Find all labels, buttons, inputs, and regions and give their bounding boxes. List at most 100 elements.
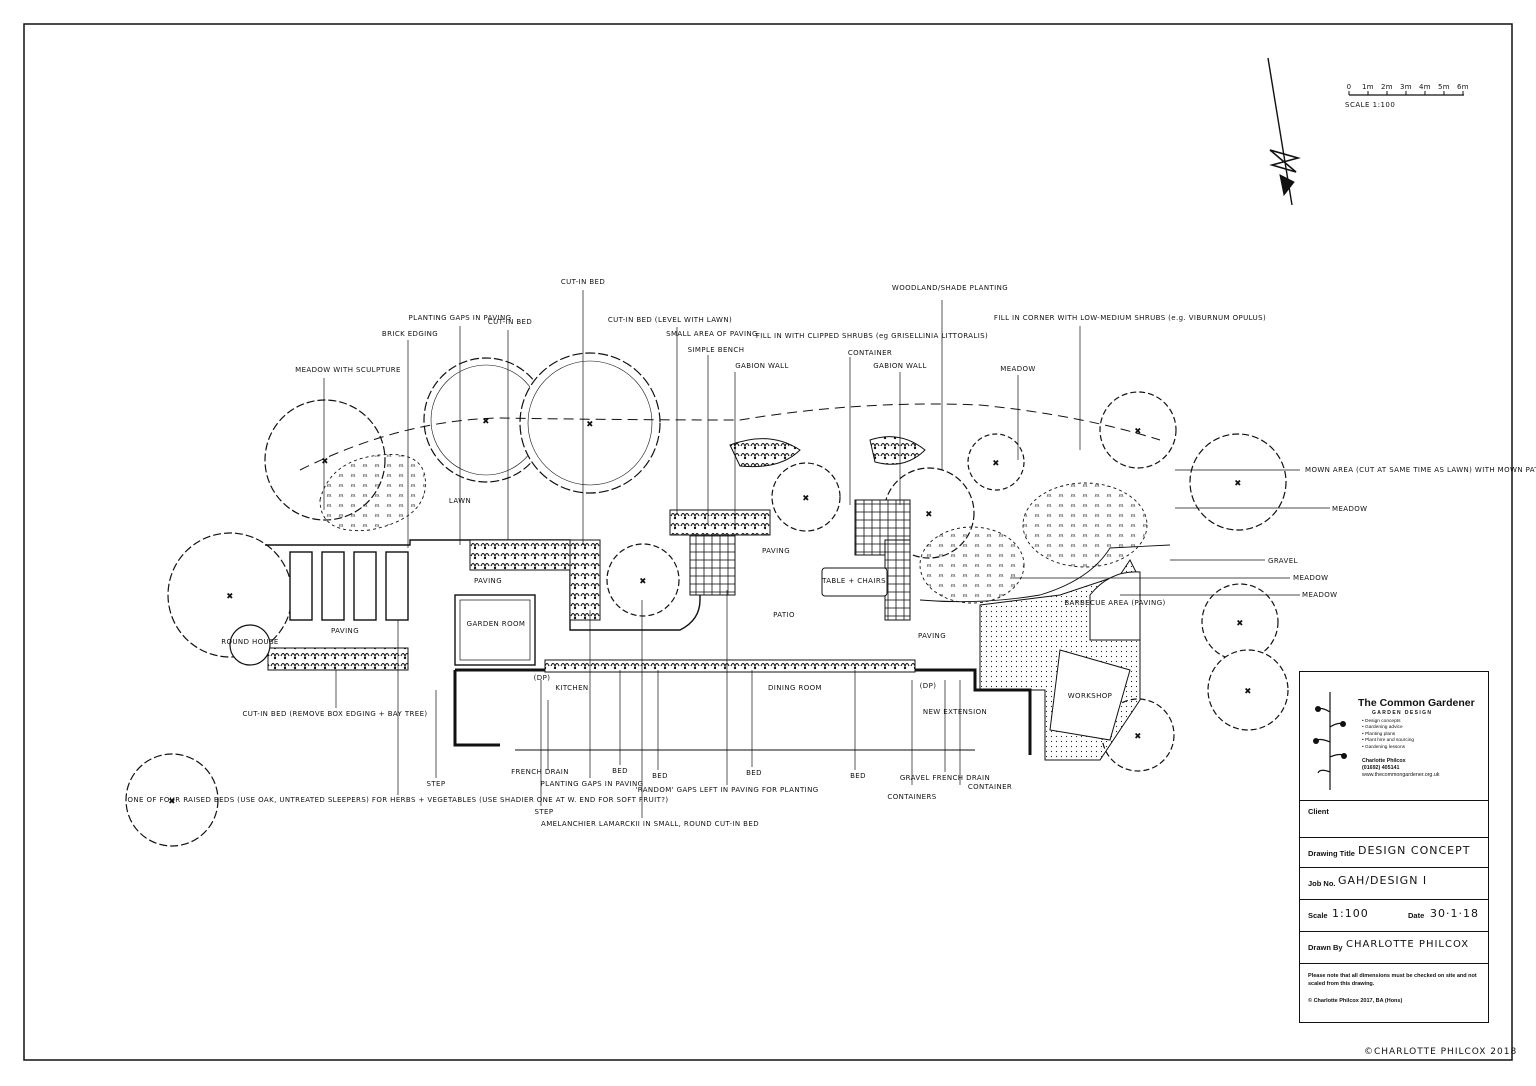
label-step-2: STEP [535, 808, 554, 816]
label-containers: CONTAINERS [887, 793, 936, 801]
svg-text:×: × [1235, 479, 1241, 487]
raised-beds [289, 551, 409, 621]
label-round-house: ROUND HOUSE [221, 638, 279, 646]
label-meadow-r1: MEADOW [1332, 505, 1367, 513]
svg-text:×: × [926, 510, 932, 518]
svg-text:×: × [1237, 619, 1243, 627]
svg-text:×: × [169, 797, 175, 805]
title-block-header: The Common Gardener GARDEN DESIGN Design… [1300, 672, 1488, 801]
tree-canopy-2: × [519, 352, 661, 494]
client-row: Client [1300, 801, 1488, 838]
svg-text:6m: 6m [1457, 83, 1469, 91]
svg-text:×: × [993, 459, 999, 467]
scale-date-row: Scale 1:100 Date 30·1·18 [1300, 900, 1488, 932]
svg-text:×: × [1245, 687, 1251, 695]
svg-text:0: 0 [1347, 83, 1352, 91]
label-cut-in-bed-level: CUT-IN BED (LEVEL WITH LAWN) [608, 316, 732, 324]
scale-label: SCALE 1:100 [1345, 101, 1396, 109]
label-bed-2: BED [652, 772, 668, 780]
contact-name: Charlotte Philcox [1362, 758, 1406, 764]
label-meadow-r3: MEADOW [1302, 591, 1337, 599]
drawing-title-row: Drawing Title DESIGN CONCEPT [1300, 838, 1488, 868]
service-item: Plant hire and sourcing [1362, 738, 1414, 744]
scale-bar-ticks: 0 1m 2m 3m 4m 5m 6m [1347, 83, 1469, 91]
service-item: Design concepts [1362, 719, 1414, 725]
label-gabion-wall-2: GABION WALL [873, 362, 927, 370]
svg-text:1m: 1m [1362, 83, 1374, 91]
client-key: Client [1308, 807, 1329, 816]
label-fill-corner: FILL IN CORNER WITH LOW-MEDIUM SHRUBS (e… [994, 314, 1266, 322]
dimension-note: Please note that all dimensions must be … [1308, 973, 1477, 987]
job-no-key: Job No. [1308, 879, 1336, 888]
tree-canopy-9: × [1099, 391, 1177, 469]
tree-canopy-14: × [967, 433, 1025, 491]
contact-info: Charlotte Philcox (01692) 405141 www.the… [1362, 758, 1439, 778]
label-step-1: STEP [427, 780, 446, 788]
tree-canopy-6: × [606, 543, 680, 617]
tree-canopy-1: × [423, 357, 549, 483]
note-area: Please note that all dimensions must be … [1300, 964, 1488, 1022]
label-paving-4: PAVING [918, 632, 946, 640]
copyright-note: © Charlotte Philcox 2017, BA (Hons) [1308, 998, 1403, 1004]
label-woodland: WOODLAND/SHADE PLANTING [892, 284, 1008, 292]
label-meadow-top: MEADOW [1000, 365, 1035, 373]
tree-canopy-5: × [125, 753, 219, 847]
svg-text:3m: 3m [1400, 83, 1412, 91]
label-cut-in-bed-2: CUT-IN BED [561, 278, 605, 286]
label-patio: PATIO [773, 611, 795, 619]
svg-text:4m: 4m [1419, 83, 1431, 91]
label-paving-2: PAVING [331, 627, 359, 635]
date-key: Date [1408, 911, 1425, 920]
author-credit: ©CHARLOTTE PHILCOX 2018 [1364, 1047, 1518, 1057]
label-random-gaps: 'RANDOM' GAPS LEFT IN PAVING FOR PLANTIN… [635, 786, 818, 794]
label-bed-3: BED [746, 769, 762, 777]
svg-text:×: × [483, 417, 489, 425]
service-item: Gardening advice [1362, 725, 1414, 731]
label-meadow-r2: MEADOW [1293, 574, 1328, 582]
company-subtitle: GARDEN DESIGN [1372, 710, 1433, 716]
label-new-extension: NEW EXTENSION [923, 708, 987, 716]
label-mown-area: MOWN AREA (CUT AT SAME TIME AS LAWN) WIT… [1305, 466, 1536, 474]
contact-website: www.thecommongardener.org.uk [1362, 771, 1440, 778]
gabion-grid-blocks [689, 499, 911, 621]
label-bed-1: BED [612, 767, 628, 775]
label-french-drain-1: FRENCH DRAIN [511, 768, 569, 776]
drawn-by-row: Drawn By CHARLOTTE PHILCOX [1300, 932, 1488, 964]
north-arrow-icon [1267, 57, 1301, 206]
label-meadow-with-sculpture: MEADOW WITH SCULPTURE [295, 366, 401, 374]
drawn-by-key: Drawn By [1308, 943, 1343, 952]
company-name: The Common Gardener [1358, 697, 1475, 709]
label-kitchen: KITCHEN [555, 684, 588, 692]
label-cut-in-bed-bottom: CUT-IN BED (REMOVE BOX EDGING + BAY TREE… [242, 710, 427, 718]
label-amelanchier: AMELANCHIER LAMARCKII IN SMALL, ROUND CU… [541, 820, 759, 828]
table-chairs-symbol [821, 567, 888, 597]
boundary-dashed-line [299, 403, 1161, 471]
label-container-bottom: CONTAINER [968, 783, 1012, 791]
svg-text:5m: 5m [1438, 83, 1450, 91]
label-gravel-french-drain: GRAVEL FRENCH DRAIN [900, 774, 990, 782]
services-list: Design concepts Gardening advice Plantin… [1362, 719, 1414, 751]
job-no-value: GAH/DESIGN I [1338, 874, 1428, 887]
label-small-area-paving: SMALL AREA OF PAVING [666, 330, 758, 338]
svg-text:×: × [322, 457, 328, 465]
label-table-chairs: TABLE + CHAIRS [821, 577, 886, 585]
label-planting-gaps-top: PLANTING GAPS IN PAVING [409, 314, 512, 322]
tree-canopy-7: × [771, 462, 841, 532]
svg-text:×: × [640, 577, 646, 585]
label-simple-bench: SIMPLE BENCH [688, 346, 745, 354]
label-container-top: CONTAINER [848, 349, 892, 357]
drawn-by-value: CHARLOTTE PHILCOX [1346, 939, 1470, 950]
label-dining-room: DINING ROOM [768, 684, 822, 692]
svg-text:2m: 2m [1381, 83, 1393, 91]
meadow-areas [319, 453, 1171, 604]
svg-text:×: × [803, 494, 809, 502]
label-bed-4: BED [850, 772, 866, 780]
planting-beds [267, 436, 926, 673]
plant-logo-icon [1313, 692, 1347, 790]
label-planting-gaps-bottom: PLANTING GAPS IN PAVING [541, 780, 644, 788]
leader-lines [323, 290, 1330, 818]
scale-value: 1:100 [1332, 907, 1369, 920]
contact-phone: (01692) 405141 [1362, 764, 1400, 771]
label-garden-room: GARDEN ROOM [467, 620, 526, 628]
